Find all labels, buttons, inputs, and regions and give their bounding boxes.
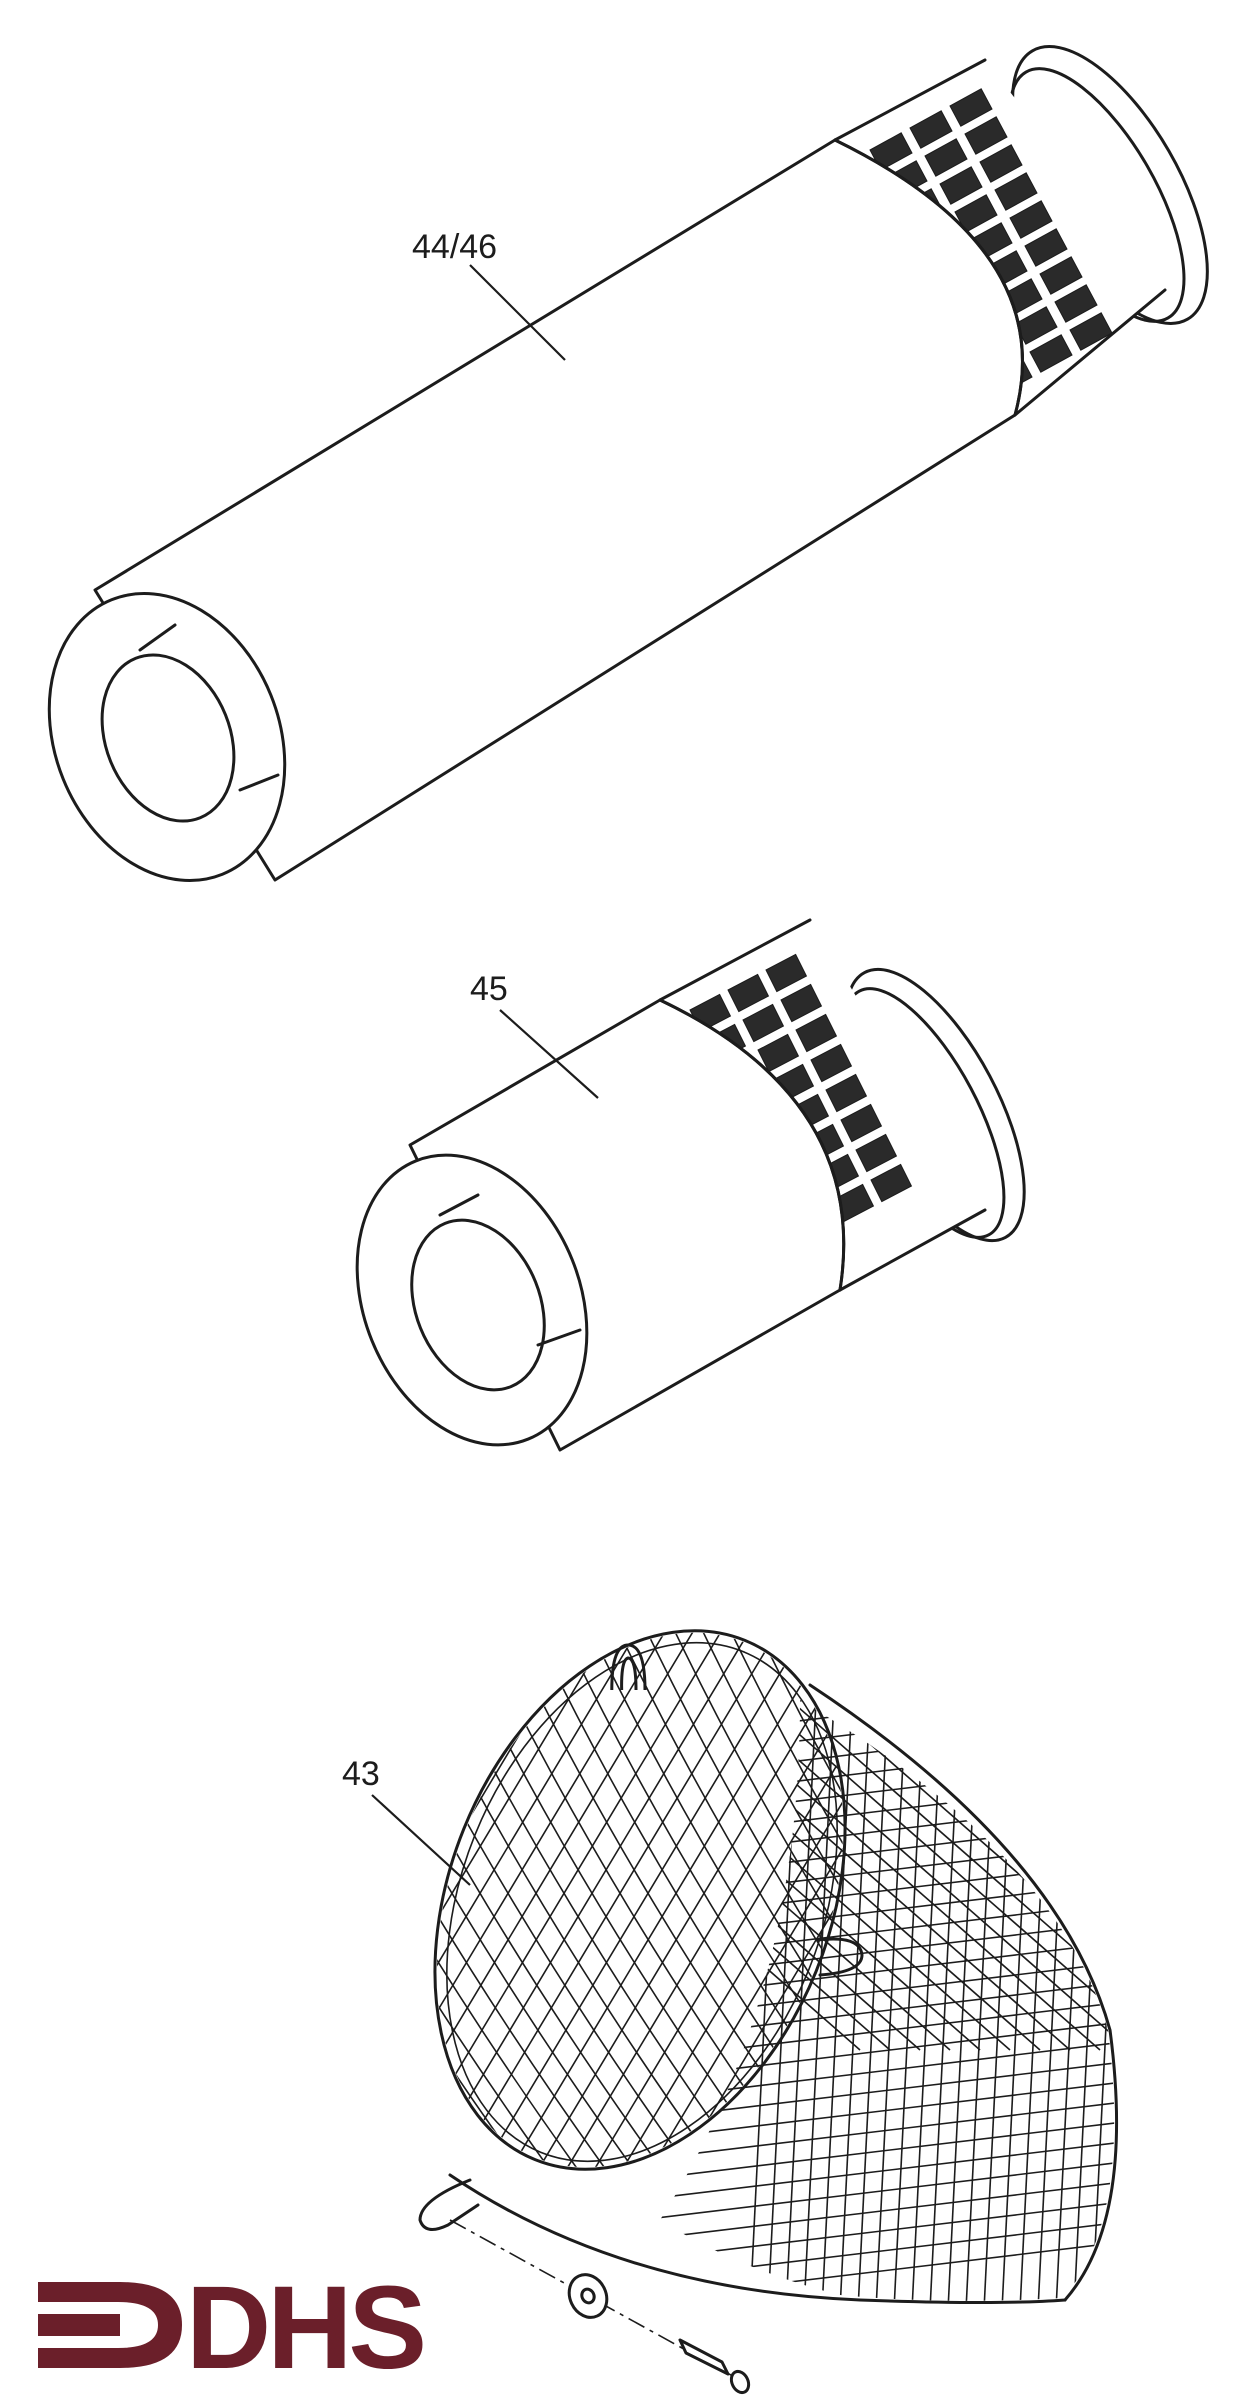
- callout-label-43: 43: [342, 1755, 380, 1793]
- mesh-line: [660, 2139, 1115, 2201]
- mesh-line: [361, 1599, 461, 2201]
- mesh-line: [361, 1599, 517, 2201]
- cage-slot: [949, 88, 993, 127]
- mesh-line: [1109, 1700, 1115, 2301]
- cage-slot: [1029, 334, 1073, 373]
- callout-44-46: 44/46: [412, 228, 566, 361]
- cage-slot: [994, 172, 1038, 211]
- cage-slot: [1069, 312, 1113, 351]
- cage-slot: [1024, 228, 1068, 267]
- cage-slot: [765, 953, 808, 993]
- mesh-line: [660, 2199, 1115, 2261]
- mesh-line: [857, 1700, 889, 2301]
- mesh-line: [660, 2099, 1115, 2161]
- mesh-line: [660, 2079, 1115, 2141]
- cage-slot: [964, 116, 1008, 155]
- cage-slot: [1009, 200, 1053, 239]
- cage-slot: [795, 1013, 838, 1053]
- cage-slot: [924, 138, 968, 177]
- mesh-line: [660, 2059, 1115, 2121]
- short-filter-core: [410, 1218, 546, 1392]
- mesh-line: [660, 2179, 1115, 2241]
- callout-label-45: 45: [470, 970, 508, 1008]
- mesh-line: [361, 1599, 657, 2201]
- mesh-line: [361, 1599, 461, 2201]
- long-filter-core: [100, 653, 236, 823]
- arrow-bracket-icon: [38, 2282, 182, 2368]
- short-filter-cartridge: [355, 918, 1026, 1452]
- mesh-line: [803, 1700, 835, 2301]
- callout-43: 43: [342, 1755, 471, 1886]
- mesh-line: [819, 1700, 1115, 2051]
- cage-slot: [870, 1163, 913, 1203]
- screw: [678, 2338, 730, 2376]
- basket-rim: [433, 1629, 847, 2171]
- mesh-line: [1128, 1700, 1158, 2310]
- basket-side-handle: [816, 1937, 864, 1977]
- mesh-line: [659, 1599, 919, 2201]
- mesh-line: [361, 1599, 489, 2201]
- callout-45: 45: [470, 970, 599, 1099]
- cage-slot: [810, 1043, 853, 1083]
- mesh-line: [1089, 1700, 1115, 2051]
- mesh-line: [785, 1700, 817, 2301]
- mesh-line: [463, 1599, 825, 2201]
- long-filter-front-face: [47, 592, 287, 882]
- cage-slot: [757, 1033, 800, 1073]
- mesh-line: [660, 1700, 861, 2051]
- cage-slot: [855, 1133, 898, 1173]
- cage-slot: [979, 144, 1023, 183]
- basket-bottom-handle: [418, 2178, 480, 2231]
- dhs-logo: DHS: [38, 2262, 427, 2394]
- mesh-line: [789, 1700, 1115, 2051]
- mesh-line: [1120, 1700, 1253, 2050]
- mesh-line: [1150, 1700, 1253, 2050]
- cage-slot: [780, 983, 823, 1023]
- cage-slot: [825, 1073, 868, 1113]
- mesh-line: [875, 1700, 907, 2301]
- cage-slot: [727, 973, 770, 1013]
- mesh-line: [361, 1599, 489, 2201]
- mesh-line: [839, 1700, 871, 2301]
- mesh-line: [660, 2119, 1115, 2181]
- cage-slot: [742, 1003, 785, 1043]
- cage-slot: [1039, 256, 1083, 295]
- mesh-line: [361, 1599, 545, 2201]
- cage-slot: [939, 166, 983, 205]
- callout-label-44-46: 44/46: [412, 228, 497, 266]
- washer: [567, 2273, 609, 2319]
- mesh-line: [435, 1599, 797, 2201]
- mesh-line: [361, 1599, 657, 2201]
- long-filter-cartridge: [47, 45, 1209, 882]
- mesh-line: [361, 1599, 517, 2201]
- cage-slot: [1054, 284, 1098, 323]
- cage-slot: [909, 110, 953, 149]
- logo-text: DHS: [186, 2262, 423, 2394]
- mesh-line: [660, 2159, 1115, 2221]
- mesh-line: [759, 1700, 1115, 2051]
- mesh-line: [361, 1599, 629, 2201]
- cage-slot: [840, 1103, 883, 1143]
- mesh-line: [631, 1599, 919, 2201]
